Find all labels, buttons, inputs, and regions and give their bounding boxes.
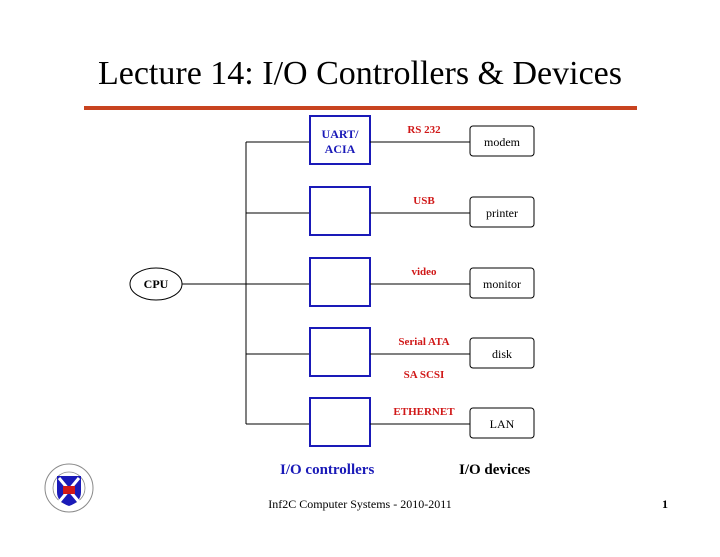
link-label: ETHERNET [393, 406, 455, 418]
slide-title: Lecture 14: I/O Controllers & Devices [97, 55, 622, 92]
device-disk-box [469, 337, 535, 369]
link-label-sa-scsi: SA SCSI [404, 369, 445, 381]
title-underline [84, 106, 637, 110]
cpu-label: CPU [144, 277, 169, 291]
io-controller-box [309, 397, 371, 447]
link-label: USB [413, 195, 435, 207]
io-controller-box [309, 115, 371, 165]
link-label: RS 232 [407, 124, 441, 136]
device-label: LAN [490, 417, 515, 431]
device-LAN-box [469, 407, 535, 439]
io-controller-box [309, 257, 371, 307]
io-controller-box [309, 186, 371, 236]
caption-io-devices: I/O devices [459, 462, 531, 478]
link-label: video [411, 266, 437, 278]
university-crest-logo [44, 463, 94, 513]
device-label: monitor [483, 277, 521, 291]
device-label: modem [484, 135, 521, 149]
footer-text: Inf2C Computer Systems - 2010-2011 [268, 497, 452, 511]
device-modem-box [469, 125, 535, 157]
device-label: printer [486, 206, 518, 220]
io-controller-box [309, 327, 371, 377]
device-monitor-box [469, 267, 535, 299]
device-printer-box [469, 196, 535, 228]
link-label: Serial ATA [398, 336, 449, 348]
controller-label: UART/ [322, 127, 360, 141]
page-number: 1 [662, 497, 668, 511]
controller-label: ACIA [325, 142, 356, 156]
caption-io-controllers: I/O controllers [280, 462, 375, 478]
device-label: disk [492, 347, 512, 361]
